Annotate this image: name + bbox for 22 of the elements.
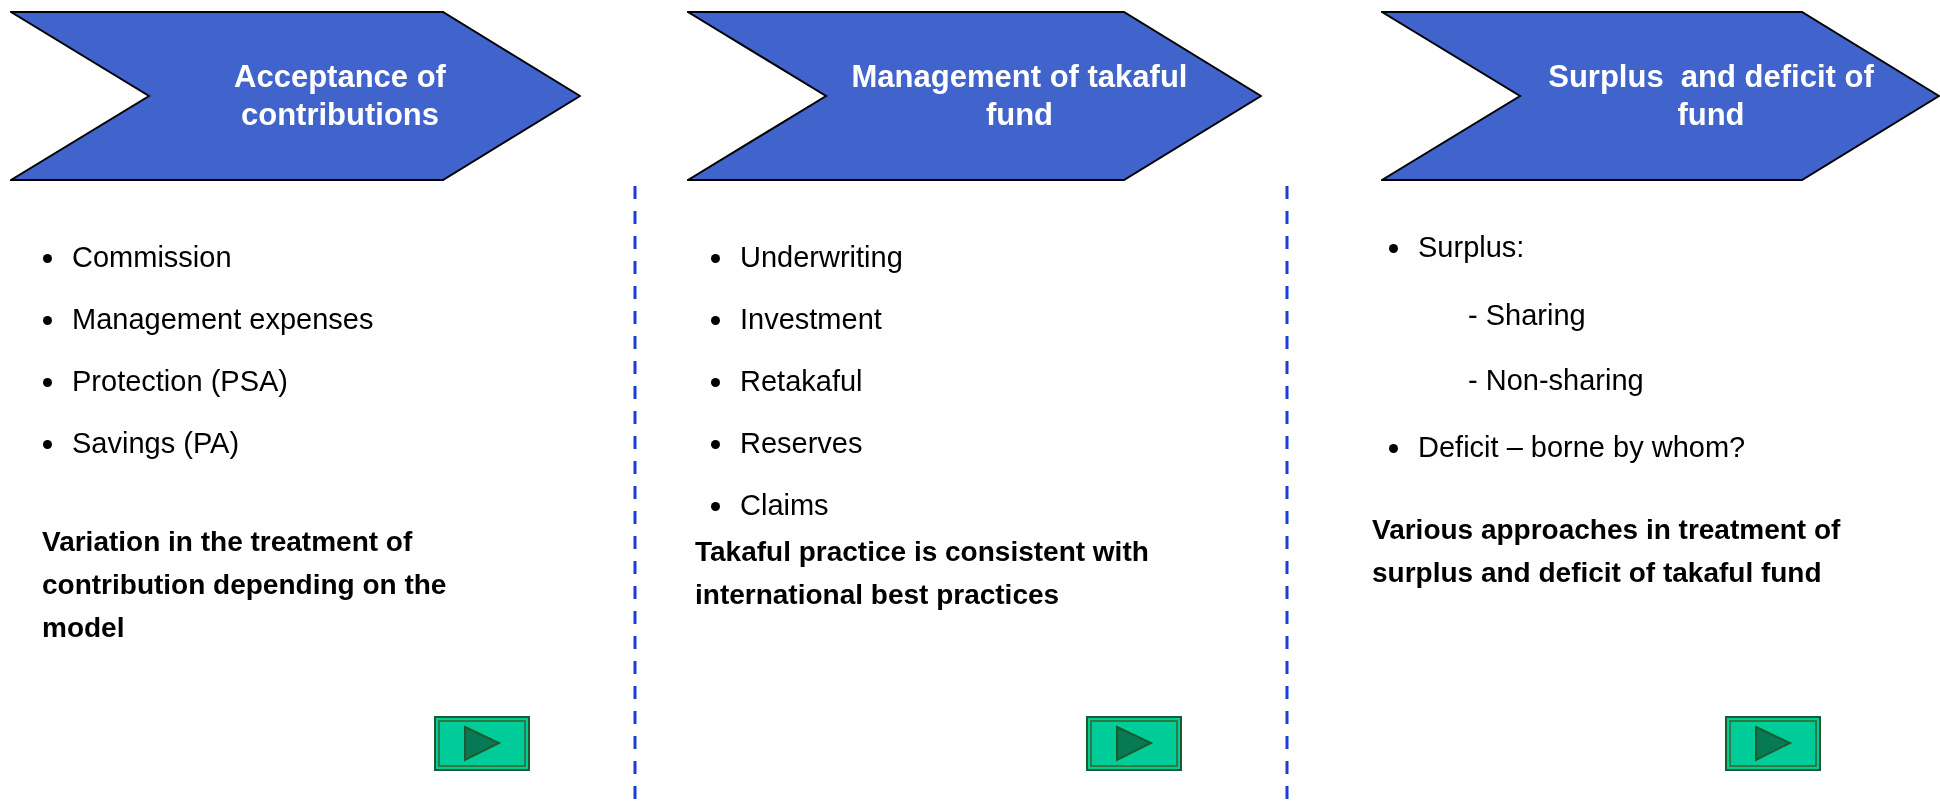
bullet-item: Claims xyxy=(740,488,829,522)
bullet-item: Savings (PA) xyxy=(72,426,240,460)
summary-note: Variation in the treatment of contribution depending on the model xyxy=(42,525,448,645)
bullet-item: Management expenses xyxy=(72,302,374,336)
chevron-step xyxy=(1381,11,1940,181)
bullet-item: Retakaful xyxy=(740,364,863,398)
bullet-item: Commission xyxy=(72,240,232,274)
bullet-item: Protection (PSA) xyxy=(72,364,288,398)
step-title: Acceptance of contributions xyxy=(233,58,447,134)
bullet-item: Underwriting xyxy=(740,240,903,274)
sub-item: - Sharing xyxy=(1468,298,1586,332)
bullet-item: Deficit – borne by whom? xyxy=(1418,430,1746,464)
bullet-item: Reserves xyxy=(740,426,863,460)
bullet-item: Surplus: xyxy=(1418,230,1525,264)
step-title: Management of takaful fund xyxy=(850,58,1189,134)
chevron-step xyxy=(10,11,581,181)
summary-note: Various approaches in treatment of surplus and deficit of takaful fund xyxy=(1372,513,1842,590)
bullet-item: Investment xyxy=(740,302,882,336)
summary-note: Takaful practice is consistent with international best practices xyxy=(695,535,1150,612)
chevron-step xyxy=(687,11,1262,181)
sub-item: - Non-sharing xyxy=(1468,363,1644,397)
step-title: Surplus and deficit of fund xyxy=(1547,58,1875,134)
